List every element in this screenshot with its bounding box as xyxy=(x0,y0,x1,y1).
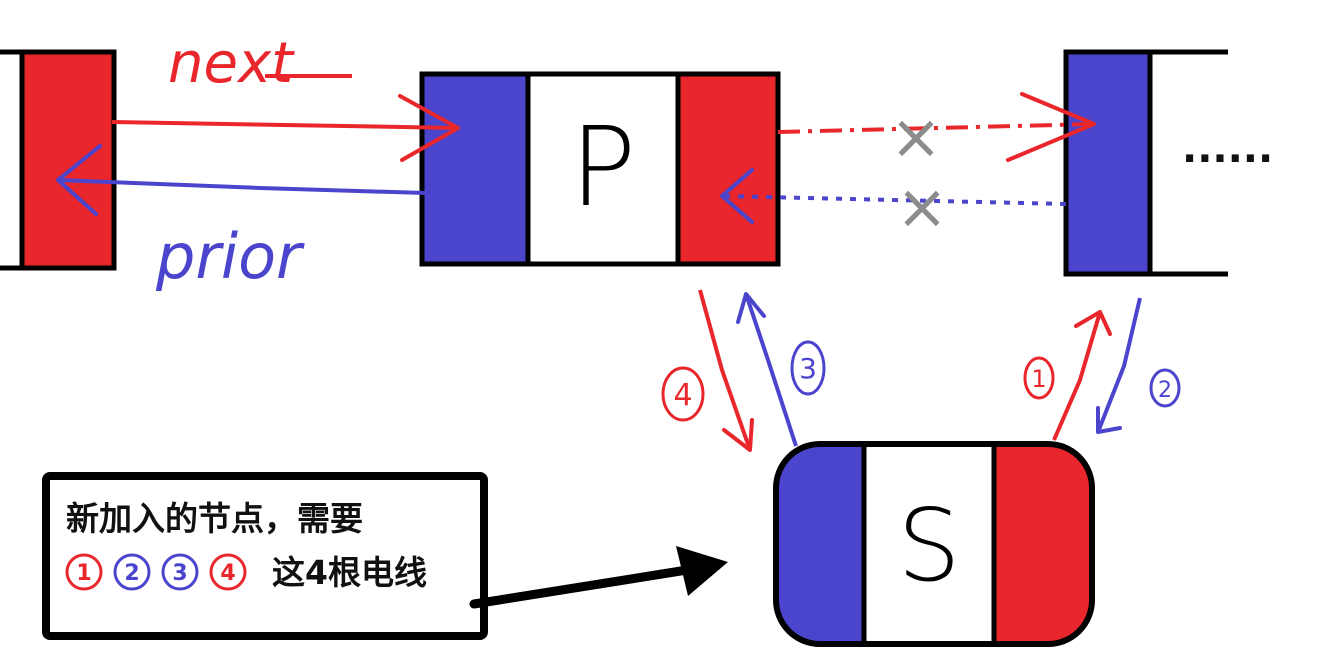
note-circle-2: 2 xyxy=(113,553,151,591)
step-1-link xyxy=(1052,310,1112,441)
p-to-next-old-next-link xyxy=(777,92,1096,162)
prior-label: prior xyxy=(155,220,305,293)
next-to-p-old-prior-link xyxy=(720,168,1067,224)
removed-mark-next: × xyxy=(890,100,942,173)
svg-text:1: 1 xyxy=(76,561,91,586)
node-p: P xyxy=(419,71,781,267)
node-s-outline xyxy=(773,441,1095,647)
note-circle-3: 3 xyxy=(161,553,199,591)
next-node-prior-field xyxy=(1063,49,1153,277)
svg-text:2: 2 xyxy=(124,561,139,586)
svg-text:4: 4 xyxy=(673,378,692,413)
svg-text:2: 2 xyxy=(1158,378,1172,403)
note-circle-1: 1 xyxy=(65,553,103,591)
note-pointer-arrow xyxy=(469,546,728,609)
p-to-prev-prior-link xyxy=(56,144,426,216)
node-p-letter: P xyxy=(570,103,636,231)
ellipsis-text: ...... xyxy=(1182,126,1273,172)
note-box-frame xyxy=(42,472,488,640)
step-4-marker: 4 xyxy=(661,366,705,422)
svg-text:3: 3 xyxy=(172,561,187,586)
prev-node-next-field xyxy=(19,49,117,271)
node-s-next-field xyxy=(994,444,1092,644)
note-box: 新加入的节点，需要 1 2 3 4 这4根电线 xyxy=(42,472,488,640)
node-s-prior-field xyxy=(776,444,864,644)
removed-mark-prior: × xyxy=(896,170,948,243)
note-circle-4: 4 xyxy=(209,553,247,591)
svg-text:1: 1 xyxy=(1031,365,1046,393)
node-s-letter: S xyxy=(897,487,960,604)
next-label: next xyxy=(168,31,295,96)
svg-text:3: 3 xyxy=(799,352,817,385)
step-3-link xyxy=(736,292,798,447)
node-s-data-field xyxy=(864,444,994,644)
node-p-next-field xyxy=(675,71,781,267)
node-s: S xyxy=(773,441,1095,647)
svg-text:4: 4 xyxy=(220,561,235,586)
prev-to-p-next-link xyxy=(111,94,460,162)
step-4-link xyxy=(698,289,754,452)
next-node: ...... xyxy=(1063,49,1273,277)
prev-node xyxy=(0,49,117,271)
node-p-prior-field xyxy=(419,71,531,267)
note-line-2: 这4根电线 xyxy=(272,553,427,592)
step-3-marker: 3 xyxy=(790,340,826,396)
step-1-marker: 1 xyxy=(1023,356,1055,400)
note-line-1: 新加入的节点，需要 xyxy=(66,499,363,538)
step-2-link xyxy=(1096,297,1142,434)
step-2-marker: 2 xyxy=(1149,368,1181,408)
